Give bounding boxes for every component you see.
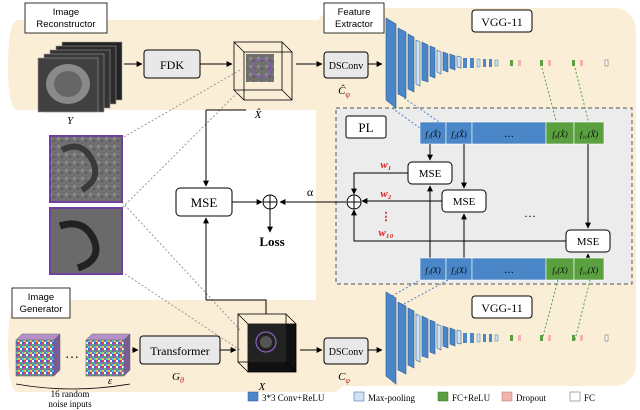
recon-cube <box>233 41 293 101</box>
noise-caption-2: noise inputs <box>48 399 92 409</box>
transformer-sub: Gθ <box>172 371 184 385</box>
pl-bottom-feature-bar <box>419 257 605 281</box>
zoom-line-3 <box>121 201 241 331</box>
pl-mid-dots: … <box>524 206 536 220</box>
weight-w10: w₁₀ <box>378 227 393 239</box>
pl-bot-f9: f₉(X) <box>552 266 568 275</box>
zoom-patch-generated <box>49 207 123 275</box>
recon-label: X̂ <box>254 108 263 121</box>
dsconv-bottom-label: DSConv <box>329 347 363 358</box>
dsconv-bottom-sub: Cφ <box>338 371 350 385</box>
reconstructor-title-2: Reconstructor <box>36 19 95 30</box>
pl-top-dots: … <box>504 129 514 140</box>
pl-label-box <box>345 115 387 139</box>
legend-label-fc: FC <box>584 393 595 403</box>
vgg-top-label-box <box>471 9 533 33</box>
epsilon-label: ε <box>108 375 113 387</box>
zoom-line-4 <box>121 271 241 351</box>
noise-input-1 <box>15 333 61 377</box>
extractor-title-2: Extractor <box>335 19 373 30</box>
pl-bot-f1: f₁(X) <box>425 266 441 275</box>
dsconv-top-sub: Ĉφ <box>338 85 350 99</box>
pl-bot-dots: … <box>504 265 514 276</box>
pl-top-feature-bar <box>419 121 605 145</box>
pl-bot-f10: f₁₀(X) <box>580 266 598 275</box>
vgg-bottom-label: VGG-11 <box>481 301 523 315</box>
output-label: X <box>258 381 267 393</box>
vgg-top-label: VGG-11 <box>481 15 523 29</box>
extractor-title-1: Feature <box>338 7 371 18</box>
generator-title-2: Generator <box>20 304 63 315</box>
legend-label-maxpool: Max-pooling <box>368 393 415 403</box>
noise-brace <box>15 383 131 390</box>
pl-label: PL <box>358 120 373 135</box>
weight-w2: w₂ <box>380 188 391 200</box>
noise-caption-1: 16 random <box>51 389 90 399</box>
zoom-line-1 <box>121 69 241 139</box>
legend-swatch-maxpool <box>353 391 365 402</box>
dsconv-top-label: DSConv <box>329 61 363 72</box>
output-cube <box>237 313 297 373</box>
pl-top-f10: f₁₀(X̂) <box>580 129 598 139</box>
reconstructor-title-1: Image <box>53 7 79 18</box>
fdk-label: FDK <box>160 58 184 72</box>
proj-top-1 <box>391 107 421 129</box>
legend-label-fcrelu: FC+ReLU <box>452 393 491 403</box>
pl-top-f9: f₉(X̂) <box>552 129 568 139</box>
proj-bot-1 <box>391 279 421 297</box>
pl-mse-1-label: MSE <box>419 168 442 180</box>
pl-top-f1: f₁(X̂) <box>425 129 441 139</box>
noise-dots: … <box>65 347 79 362</box>
generator-title-1: Image <box>28 292 54 303</box>
legend-label-conv: 3*3 Conv+ReLU <box>262 393 325 403</box>
zoom-patch-recon <box>49 135 123 203</box>
legend-swatch-dropout <box>501 391 513 402</box>
dsconv-bottom-box <box>323 337 369 365</box>
noise-input-16 <box>85 333 131 377</box>
pl-bot-f2: f₂(X) <box>451 266 467 275</box>
weight-w1: w₁ <box>380 159 391 171</box>
dsconv-top-box <box>323 51 369 79</box>
ct-input-stack <box>37 41 123 113</box>
pl-top-f2: f₂(X̂) <box>451 129 467 139</box>
arr-mse10-sum <box>351 209 566 242</box>
loss-label: Loss <box>259 234 284 249</box>
center-mse-label: MSE <box>191 195 218 210</box>
arr-mse1-sum <box>351 172 408 195</box>
line-output-up <box>206 299 267 314</box>
pl-mse-2-label: MSE <box>453 196 476 208</box>
legend-label-dropout: Dropout <box>516 393 546 403</box>
generator-title-box <box>11 287 71 319</box>
vgg-bottom-label-box <box>471 295 533 319</box>
legend-swatch-fc <box>569 391 581 402</box>
input-y-label: Y <box>67 115 75 127</box>
extractor-title-box <box>323 2 385 34</box>
vgg-bottom-network <box>385 291 609 385</box>
pl-mse-10-label: MSE <box>577 236 600 248</box>
proj-bot-2 <box>403 279 449 305</box>
alpha-label: α <box>307 185 314 199</box>
legend: 3*3 Conv+ReLU Max-pooling FC+ReLU Dropou… <box>247 391 595 403</box>
legend-swatch-fcrelu <box>437 391 449 402</box>
transformer-label: Transformer <box>150 344 210 358</box>
reconstructor-title-box <box>24 2 108 34</box>
weight-vdots: ⋮ <box>381 211 392 223</box>
vgg-top-network <box>385 17 609 109</box>
legend-swatch-conv <box>247 391 259 402</box>
